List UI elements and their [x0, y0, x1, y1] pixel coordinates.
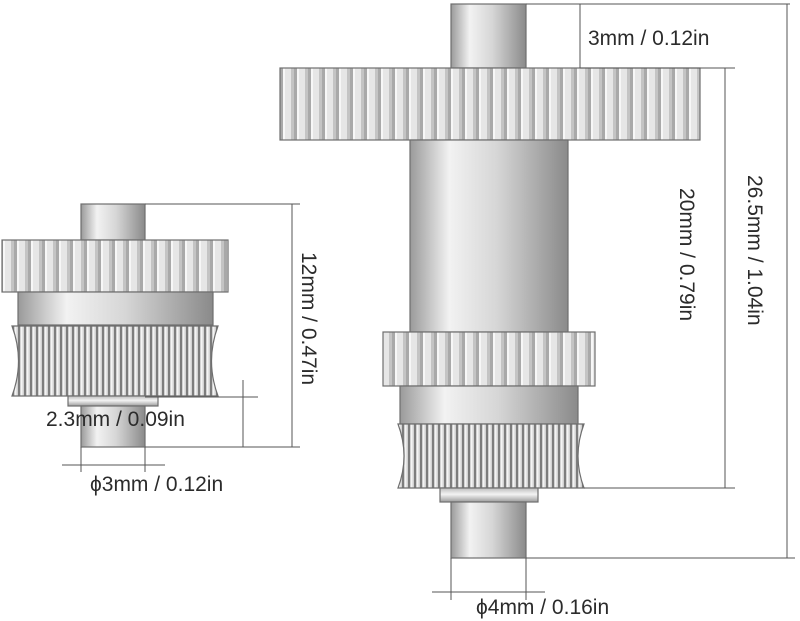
large-dimension-lines [432, 3, 795, 600]
small-dimension-lines [62, 203, 300, 472]
large-gear-teeth [279, 67, 701, 141]
small-collar [67, 395, 159, 407]
small-body [17, 291, 214, 326]
large-bottom-shaft [450, 501, 527, 559]
large-body [409, 139, 569, 333]
small-diameter-label: ϕ3mm / 0.12in [90, 473, 223, 496]
small-bottom-shaft [80, 405, 146, 448]
large-collar [439, 487, 539, 503]
large-top-shaft [450, 3, 527, 69]
large-gear-assembly [279, 3, 701, 559]
body-length-label: 20mm / 0.79in [675, 188, 698, 321]
large-lower-gear [382, 331, 596, 387]
large-mid-ring [399, 385, 579, 425]
small-knurled-roller [11, 325, 219, 397]
small-gear-assembly [1, 203, 229, 448]
small-height-label: 12mm / 0.47in [297, 252, 320, 385]
large-diameter-label: ϕ4mm / 0.16in [476, 596, 609, 619]
total-length-label: 26.5mm / 1.04in [743, 175, 766, 326]
small-gear-teeth [1, 239, 229, 293]
small-shaft-length-label: 2.3mm / 0.09in [46, 408, 185, 431]
top-shaft-length-label: 3mm / 0.12in [588, 27, 709, 50]
small-top-shaft [80, 203, 146, 241]
large-knurled-roller [397, 423, 585, 489]
